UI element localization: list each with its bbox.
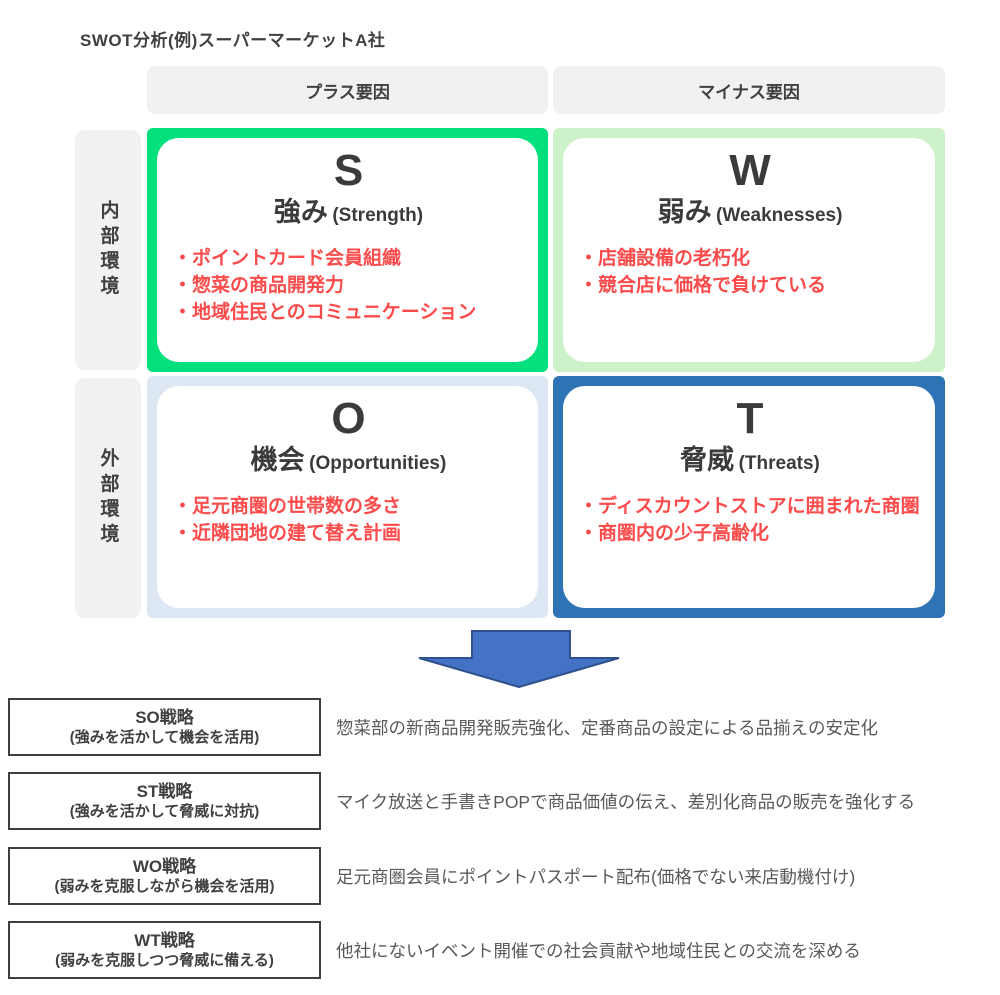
quadrant-threats: T 脅威 (Threats) ・ディスカウントストアに囲まれた商圏 ・商圏内の少… bbox=[553, 376, 945, 618]
strategy-box-wo: WO戦略 (弱みを克服しながら機会を活用) bbox=[8, 847, 321, 905]
strategy-so-sub: (強みを活かして機会を活用) bbox=[69, 729, 260, 746]
row-header-external: 外部環境 bbox=[75, 378, 141, 618]
column-header-minus: マイナス要因 bbox=[553, 66, 945, 114]
strategy-st-name: ST戦略 bbox=[136, 782, 193, 801]
strategy-box-st: ST戦略 (強みを活かして脅威に対抗) bbox=[8, 772, 321, 830]
quadrant-opportunities-letter: O bbox=[331, 394, 366, 443]
list-item: ・ディスカウントストアに囲まれた商圏 bbox=[579, 496, 920, 517]
list-item: ・惣菜の商品開発力 bbox=[173, 275, 345, 296]
strategy-st-sub: (強みを活かして脅威に対抗) bbox=[69, 803, 260, 820]
list-item: ・商圏内の少子高齢化 bbox=[579, 523, 770, 544]
strategy-wt-sub: (弱みを克服しつつ脅威に備える) bbox=[55, 952, 274, 969]
quadrant-strength-card: S 強み (Strength) ・ポイントカード会員組織 ・惣菜の商品開発力 ・… bbox=[157, 138, 538, 362]
quadrant-threats-heading-en: (Threats) bbox=[738, 453, 820, 474]
row-header-external-label: 外部環境 bbox=[97, 447, 119, 549]
strategy-box-so: SO戦略 (強みを活かして機会を活用) bbox=[8, 698, 321, 756]
list-item: ・競合店に価格で負けている bbox=[579, 275, 827, 296]
column-header-plus: プラス要因 bbox=[147, 66, 548, 114]
strategy-wt-name: WT戦略 bbox=[134, 931, 195, 950]
quadrant-weaknesses-heading: 弱み (Weaknesses) bbox=[579, 196, 921, 233]
quadrant-weaknesses-items: ・店舗設備の老朽化 ・競合店に価格で負けている bbox=[579, 245, 921, 299]
quadrant-threats-letter: T bbox=[736, 394, 764, 443]
quadrant-strength-heading-en: (Strength) bbox=[332, 205, 424, 226]
quadrant-weaknesses-letter: W bbox=[729, 146, 771, 195]
page-title: SWOT分析(例)スーパーマーケットA社 bbox=[80, 31, 386, 50]
quadrant-weaknesses-heading-en: (Weaknesses) bbox=[716, 205, 843, 226]
quadrant-threats-items: ・ディスカウントストアに囲まれた商圏 ・商圏内の少子高齢化 bbox=[579, 493, 921, 547]
quadrant-strength-items: ・ポイントカード会員組織 ・惣菜の商品開発力 ・地域住民とのコミュニケーション bbox=[173, 245, 524, 326]
list-item: ・ポイントカード会員組織 bbox=[173, 248, 402, 269]
list-item: ・地域住民とのコミュニケーション bbox=[173, 302, 477, 323]
strategy-wo-name: WO戦略 bbox=[132, 857, 197, 876]
quadrant-opportunities-items: ・足元商圏の世帯数の多さ ・近隣団地の建て替え計画 bbox=[173, 493, 524, 547]
strategy-wo-sub: (弱みを克服しながら機会を活用) bbox=[54, 878, 275, 895]
quadrant-opportunities-card: O 機会 (Opportunities) ・足元商圏の世帯数の多さ ・近隣団地の… bbox=[157, 386, 538, 608]
strategy-st-description: マイク放送と手書きPOPで商品価値の伝え、差別化商品の販売を強化する bbox=[336, 791, 916, 812]
strategy-wt-description: 他社にないイベント開催での社会貢献や地域住民との交流を深める bbox=[336, 940, 861, 961]
quadrant-weaknesses: W 弱み (Weaknesses) ・店舗設備の老朽化 ・競合店に価格で負けてい… bbox=[553, 128, 945, 372]
list-item: ・近隣団地の建て替え計画 bbox=[173, 523, 402, 544]
down-arrow-icon bbox=[418, 630, 620, 688]
row-header-internal: 内部環境 bbox=[75, 130, 141, 370]
quadrant-threats-heading-jp: 脅威 bbox=[680, 445, 735, 475]
quadrant-strength-letter: S bbox=[333, 146, 364, 195]
list-item: ・足元商圏の世帯数の多さ bbox=[173, 496, 402, 517]
quadrant-opportunities-heading-jp: 機会 bbox=[250, 445, 305, 475]
strategy-box-wt: WT戦略 (弱みを克服しつつ脅威に備える) bbox=[8, 921, 321, 979]
strategy-so-name: SO戦略 bbox=[135, 708, 194, 727]
quadrant-weaknesses-heading-jp: 弱み bbox=[657, 197, 712, 227]
strategy-so-description: 惣菜部の新商品開発販売強化、定番商品の設定による品揃えの安定化 bbox=[336, 717, 878, 738]
quadrant-strength-heading: 強み (Strength) bbox=[173, 196, 524, 233]
quadrant-threats-heading: 脅威 (Threats) bbox=[579, 444, 921, 481]
quadrant-opportunities-heading-en: (Opportunities) bbox=[309, 453, 447, 474]
quadrant-strength-heading-jp: 強み bbox=[273, 197, 328, 227]
quadrant-opportunities-heading: 機会 (Opportunities) bbox=[173, 444, 524, 481]
list-item: ・店舗設備の老朽化 bbox=[579, 248, 751, 269]
row-header-internal-label: 内部環境 bbox=[97, 199, 119, 301]
quadrant-strength: S 強み (Strength) ・ポイントカード会員組織 ・惣菜の商品開発力 ・… bbox=[147, 128, 548, 372]
quadrant-threats-card: T 脅威 (Threats) ・ディスカウントストアに囲まれた商圏 ・商圏内の少… bbox=[563, 386, 935, 608]
strategy-wo-description: 足元商圏会員にポイントパスポート配布(価格でない来店動機付け) bbox=[336, 866, 856, 887]
quadrant-weaknesses-card: W 弱み (Weaknesses) ・店舗設備の老朽化 ・競合店に価格で負けてい… bbox=[563, 138, 935, 362]
quadrant-opportunities: O 機会 (Opportunities) ・足元商圏の世帯数の多さ ・近隣団地の… bbox=[147, 376, 548, 618]
